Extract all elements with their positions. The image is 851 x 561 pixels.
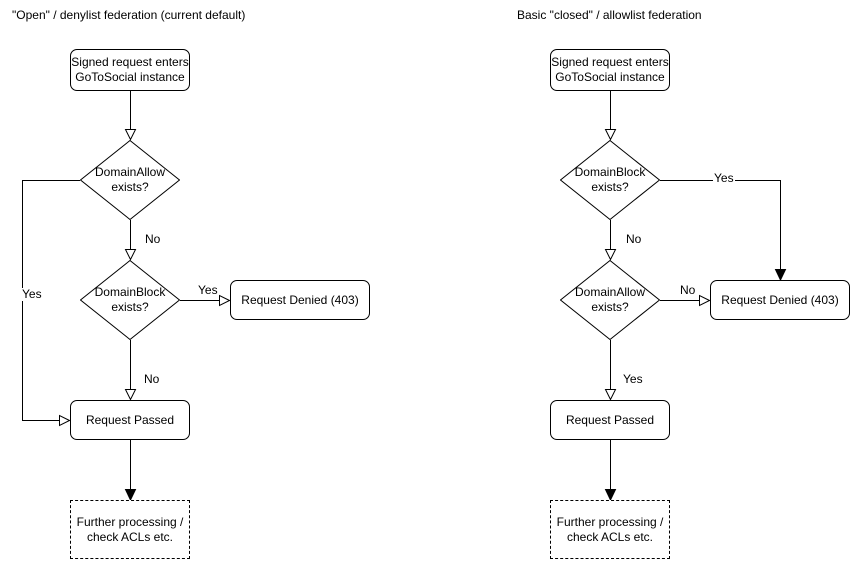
node-label-line: check ACLs etc. [566,529,654,544]
diamond-icon [80,140,180,220]
node-label-line: check ACLs etc. [86,529,174,544]
node-label-line: DomainAllow [574,285,646,299]
edge-left-decision1-yes-route [22,180,80,427]
edge-label-left-decision1-no: No [144,232,162,246]
node-left-decision-domainblock: DomainBlock exists? [80,260,180,340]
node-right-request-denied: Request Denied (403) [710,280,850,320]
node-label-line: Signed request enters [71,55,189,69]
edge-left-decision2-to-denied [180,294,231,307]
edge-left-entry-to-decision1 [124,91,137,141]
edge-left-decision2-to-passed [124,340,137,401]
edge-label-right-decision1-yes: Yes [713,171,735,185]
node-label-line: GoToSocial instance [75,70,185,84]
edge-right-decision2-to-denied [660,294,711,307]
edge-label-right-decision2-yes: Yes [622,372,644,386]
node-label-line: Signed request enters [551,55,669,69]
diamond-icon [560,260,660,340]
edge-label-right-decision1-no: No [625,232,643,246]
edge-left-decision1-to-decision2 [124,220,137,261]
node-label-line: Request Denied (403) [721,292,839,307]
node-right-decision-domainallow: DomainAllow exists? [560,260,660,340]
edge-label-right-decision2-no: No [679,283,697,297]
node-label-line: DomainBlock [574,165,646,179]
node-right-decision-domainblock: DomainBlock exists? [560,140,660,220]
node-label-line: exists? [111,300,149,314]
node-label-line: Request Denied (403) [241,292,359,307]
node-left-request-denied: Request Denied (403) [230,280,370,320]
node-label-line: Request Passed [85,412,175,427]
diamond-icon [560,140,660,220]
chart-title-closed-allowlist: Basic "closed" / allowlist federation [517,8,702,22]
node-label-line: exists? [591,300,629,314]
edge-label-left-decision1-yes: Yes [21,287,43,301]
node-left-further-processing: Further processing / check ACLs etc. [70,500,190,559]
node-right-request-passed: Request Passed [550,400,670,440]
node-right-further-processing: Further processing / check ACLs etc. [550,500,670,559]
edge-label-left-decision2-no: No [143,372,161,386]
node-label-line: DomainAllow [94,165,166,179]
node-label-line: GoToSocial instance [555,70,665,84]
node-label-line: Request Passed [565,412,655,427]
diamond-icon [80,260,180,340]
node-label-line: DomainBlock [94,285,166,299]
edge-right-entry-to-decision1 [604,91,617,141]
edge-left-passed-to-further [124,440,137,502]
node-left-decision-domainallow: DomainAllow exists? [80,140,180,220]
node-label-line: exists? [111,180,149,194]
node-right-entry: Signed request enters GoToSocial instanc… [550,49,670,91]
node-label-line: Further processing / [76,514,184,529]
node-left-entry: Signed request enters GoToSocial instanc… [70,49,190,91]
edge-right-decision2-to-passed [604,340,617,401]
chart-title-open-denylist: "Open" / denylist federation (current de… [12,8,246,22]
edge-label-left-decision2-yes: Yes [197,283,219,297]
node-left-request-passed: Request Passed [70,400,190,440]
node-label-line: Further processing / [556,514,664,529]
edge-right-decision1-to-decision2 [604,220,617,261]
node-label-line: exists? [591,180,629,194]
edge-right-passed-to-further [604,440,617,502]
edge-right-decision1-yes-route [660,180,787,282]
